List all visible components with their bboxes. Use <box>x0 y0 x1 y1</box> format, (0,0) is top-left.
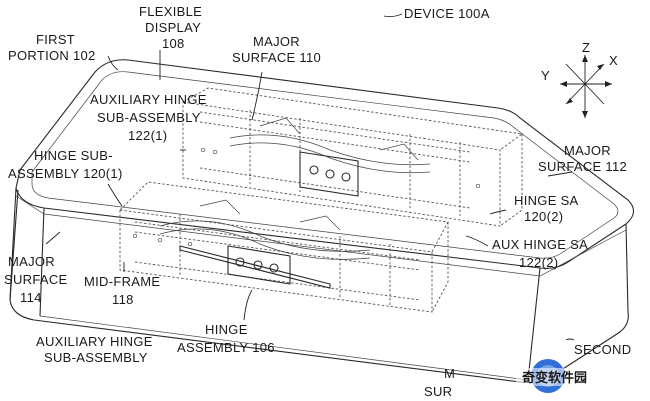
second-portion-partial: SECOND <box>574 342 631 357</box>
front-hinge-subassembly <box>119 181 449 313</box>
aux-hinge-sub-assembly-line1: AUXILIARY HINGE <box>36 334 153 349</box>
major-surface-114-line1: MAJOR <box>8 254 55 269</box>
mid-frame-line1: MID-FRAME <box>84 274 160 289</box>
major-surface-110-line2: SURFACE 110 <box>232 50 321 65</box>
first-portion-line2: PORTION 102 <box>8 48 96 63</box>
major-surface-112-line2: SURFACE 112 <box>538 159 627 174</box>
hinge-sub-120-1-line1: HINGE SUB- <box>34 148 113 163</box>
aux-hinge-sub-assembly-line2: SUB-ASSEMBLY <box>44 350 148 365</box>
major-surface-114-line3: 114 <box>20 290 42 305</box>
hinge-sub-120-1-line2: ASSEMBLY 120(1) <box>8 166 123 181</box>
hinge-assembly-106-line2: ASSEMBLY 106 <box>177 340 275 355</box>
hinge-sa-120-2-line1: HINGE SA <box>514 193 579 208</box>
leader-lines <box>45 13 575 341</box>
major-surface-114-line2: SURFACE <box>4 272 68 287</box>
bottom-partial-line1: M <box>444 366 455 381</box>
hinge-assembly-106-line1: HINGE <box>205 322 248 337</box>
flexible-display-line1: FLEXIBLE <box>139 4 202 19</box>
aux-hinge-122-1-line1: AUXILIARY HINGE <box>90 92 207 107</box>
aux-hinge-sa-122-2-line1: AUX HINGE SA <box>492 237 588 252</box>
flexible-display-line2: DISPLAY <box>145 20 201 35</box>
major-surface-112-line1: MAJOR <box>564 143 611 158</box>
major-surface-110-line1: MAJOR <box>253 34 300 49</box>
aux-hinge-122-1-line2: SUB-ASSEMBLY <box>97 110 201 125</box>
first-portion-line1: FIRST <box>36 32 75 47</box>
bottom-partial-line2: SUR <box>424 384 452 399</box>
aux-hinge-sa-122-2-line2: 122(2) <box>519 255 558 270</box>
rear-hinge-subassembly <box>182 87 524 227</box>
watermark-logo: 奇变软件园 <box>516 359 646 393</box>
callout-labels: DEVICE 100A FLEXIBLE DISPLAY 108 FIRST P… <box>4 4 631 399</box>
axis-z-label: Z <box>582 40 590 55</box>
aux-hinge-122-1-line3: 122(1) <box>128 128 167 143</box>
hinge-sa-120-2-line2: 120(2) <box>524 209 563 224</box>
axis-y-label: Y <box>541 68 550 83</box>
mid-frame-line2: 118 <box>112 292 134 307</box>
flexible-display-line3: 108 <box>162 36 185 51</box>
watermark-text: 奇变软件园 <box>522 370 587 386</box>
axis-x-label: X <box>609 53 618 68</box>
device-label: DEVICE 100A <box>404 6 490 21</box>
axes-indicator: Z X Y <box>541 40 618 118</box>
